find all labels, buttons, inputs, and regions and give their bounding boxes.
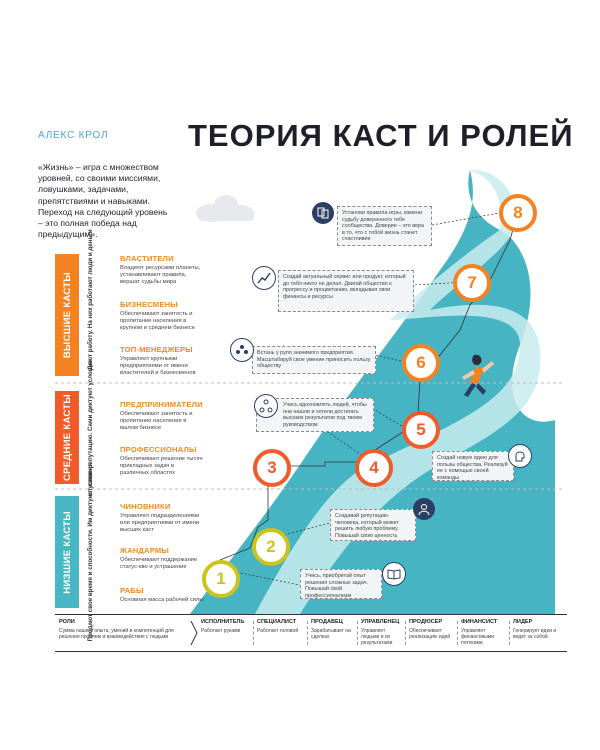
role-column: ПРОДАВЕЦ Зарабатывает на сделках <box>311 615 355 651</box>
role-description: Обеспечивают поддержание статус-кво и ус… <box>120 557 198 571</box>
person-icon <box>413 498 435 520</box>
role-title: ЖАНДАРМЫ <box>120 546 170 555</box>
growth-chart-icon <box>252 266 276 290</box>
role-description: Обеспечивают занятость и пропитание насе… <box>120 411 193 432</box>
role-column-description: Работает руками <box>201 628 241 634</box>
tip-box-text: Учись вдохновлять людей, чтобы они нашли… <box>283 402 367 428</box>
step-circle-6: 6 <box>402 344 440 382</box>
tip-box: Установи правила игры, измени судьбу дов… <box>337 206 432 246</box>
tip-box: Учись, приобретай опыт решения сложных з… <box>300 569 382 599</box>
step-circle-5: 5 <box>402 411 440 449</box>
book-icon <box>382 562 406 586</box>
role-title: БИЗНЕСМЕНЫ <box>120 300 178 309</box>
caste-band-low: НИЗШИЕ КАСТЫ Продают свое время и способ… <box>55 463 101 641</box>
role-column-title: ПРОДАВЕЦ <box>311 619 343 625</box>
step-circle-1: 1 <box>202 560 240 598</box>
role-column-title: ПРОДЮСЕР <box>409 619 443 625</box>
role-title: ВЛАСТИТЕЛИ <box>120 254 174 263</box>
role-title: ПРЕДПРИНИМАТЕЛИ <box>120 400 203 409</box>
role-column-description: Работает головой <box>257 628 299 634</box>
caste-band-middle: СРЕДНИЕ КАСТЫ Продают свою репутацию. Са… <box>55 360 101 515</box>
roles-description: Сумма нашего опыта, умений и компетенций… <box>59 628 174 640</box>
role-title: ПРОФЕССИОНАЛЫ <box>120 445 197 454</box>
role-column: УПРАВЛЕНЕЦ Управляет людьми и их результ… <box>361 615 403 651</box>
roles-table: РОЛИ Сумма нашего опыта, умений и компет… <box>55 614 567 652</box>
caste-band-high: ВЫСШИЕ КАСТЫ Дают работу. На них работаю… <box>55 229 101 376</box>
role-column-description: Зарабатывает на сделках <box>311 628 351 640</box>
team-icon <box>230 338 254 362</box>
caste-name: НИЗШИЕ КАСТЫ <box>61 510 73 594</box>
ribbon-shape <box>255 169 541 614</box>
role-column-description: Генерирует идеи и ведет за собой <box>513 628 557 640</box>
role-column: СПЕЦИАЛИСТ Работает головой <box>257 615 305 651</box>
role-description: Владеют ресурсами планеты, устанавливают… <box>120 265 201 286</box>
cloud-shape <box>196 195 254 222</box>
caste-name: ВЫСШИЕ КАСТЫ <box>61 271 73 359</box>
page-title: ТЕОРИЯ КАСТ И РОЛЕЙ <box>188 118 574 153</box>
arrow-icon <box>190 621 198 645</box>
role-column: ФИНАНСИСТ Управляет финансовыми потоками <box>461 615 507 651</box>
caste-name: СРЕДНИЕ КАСТЫ <box>61 393 73 481</box>
role-column: ПРОДЮСЕР Обеспечивает реализацию идей <box>409 615 455 651</box>
role-title: ТОП-МЕНЕДЖЕРЫ <box>120 345 193 354</box>
role-column-title: СПЕЦИАЛИСТ <box>257 619 297 625</box>
role-column: ЛИДЕР Генерирует идеи и ведет за собой <box>513 615 565 651</box>
role-title: РАБЫ <box>120 586 144 595</box>
tip-box: Создай новую идею для пользы общества. Р… <box>432 451 514 481</box>
roles-legend: РОЛИ Сумма нашего опыта, умений и компет… <box>59 615 189 651</box>
role-description: Управляют подразделениями или предприяти… <box>120 513 200 534</box>
step-circle-8: 8 <box>499 194 537 232</box>
role-description: Основная масса рабочей силы <box>120 597 204 603</box>
step-circle-3: 3 <box>253 449 291 487</box>
step-circle-7: 7 <box>453 264 491 302</box>
role-column-description: Управляет финансовыми потоками <box>461 628 495 646</box>
step-circle-4: 4 <box>355 449 393 487</box>
caste-description: Дают работу. На них работают люди и день… <box>86 229 94 370</box>
role-description: Управляют крупными предприятиями от имен… <box>120 356 196 377</box>
idea-head-icon <box>508 444 532 468</box>
documents-icon <box>312 202 334 224</box>
role-description: Обеспечивают занятость и пропитание насе… <box>120 311 195 332</box>
role-column-title: УПРАВЛЕНЕЦ <box>361 619 400 625</box>
step-circle-2: 2 <box>252 528 290 566</box>
role-column-title: ИСПОЛНИТЕЛЬ <box>201 619 245 625</box>
role-column-title: ЛИДЕР <box>513 619 533 625</box>
tip-box: Встань у руля значимого предприятия. Мас… <box>252 346 376 374</box>
runner-figure <box>462 354 494 397</box>
role-column-title: ФИНАНСИСТ <box>461 619 498 625</box>
roles-label: РОЛИ <box>59 619 75 625</box>
role-column-description: Обеспечивает реализацию идей <box>409 628 451 640</box>
intro-quote: «Жизнь» – игра с множеством уровней, со … <box>38 162 168 240</box>
role-title: ЧИНОВНИКИ <box>120 502 171 511</box>
author-name: АЛЕКС КРОЛ <box>38 130 109 141</box>
tip-box: Создай актуальный сервис или продукт, ко… <box>278 270 414 312</box>
role-column: ИСПОЛНИТЕЛЬ Работает руками <box>201 615 251 651</box>
network-icon <box>254 394 278 418</box>
role-column-description: Управляет людьми и их результатами <box>361 628 393 646</box>
tip-box: Создавай репутацию человека, который мож… <box>330 509 416 541</box>
role-description: Обеспечивают решение тысяч прикладных за… <box>120 456 203 477</box>
